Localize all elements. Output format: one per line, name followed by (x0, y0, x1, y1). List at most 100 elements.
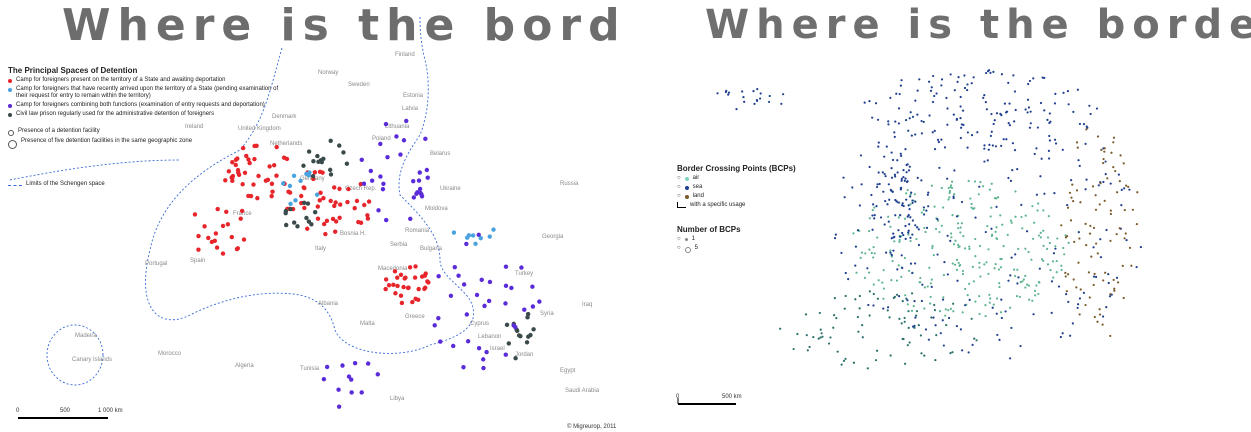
bcp-dot (901, 231, 904, 235)
bcp-dot (944, 308, 947, 311)
bcp-dot (998, 282, 1001, 285)
detention-dot (270, 189, 275, 194)
bcp-dot (1088, 104, 1091, 107)
bcp-dot (922, 213, 926, 216)
bcp-dot (985, 71, 988, 75)
bcp-dot (836, 350, 839, 353)
bcp-dot (943, 146, 947, 149)
detention-dot (242, 170, 248, 175)
bcp-dot (1139, 245, 1142, 249)
bcp-dot (976, 131, 979, 134)
bcp-dot (1102, 279, 1105, 282)
detention-dot (306, 219, 312, 224)
bcp-dot (741, 90, 744, 93)
detention-dot (448, 293, 454, 298)
bcp-dot (860, 183, 863, 186)
bcp-dot (1052, 276, 1055, 279)
bcp-dot (903, 179, 906, 182)
bcp-dot (902, 233, 905, 237)
bcp-dot (1095, 275, 1098, 279)
bcp-dot (915, 237, 918, 241)
bcp-dot (1026, 98, 1030, 101)
bcp-dot (920, 211, 923, 214)
bcp-dot (851, 186, 854, 189)
bcp-dot (957, 227, 960, 230)
bcp-dot (844, 271, 847, 275)
bcp-dot (876, 297, 879, 300)
detention-dot (383, 121, 389, 127)
bcp-dot (950, 236, 953, 239)
bcp-dot (983, 94, 986, 97)
red-dot-icon (8, 79, 12, 83)
bcp-dot (945, 323, 948, 327)
bcp-dot (927, 205, 930, 208)
bcp-dot (910, 191, 913, 194)
bcp-dot (1031, 299, 1034, 302)
country-label: Estonia (403, 93, 424, 99)
bcp-dot (897, 229, 900, 232)
bcp-dot (993, 267, 996, 270)
bcp-dot (904, 177, 907, 180)
detention-dot (470, 233, 476, 238)
bcp-dot (959, 136, 962, 140)
detention-dot (358, 220, 364, 225)
bcp-dot (868, 217, 871, 220)
bcp-dot (1069, 334, 1072, 337)
bcp-dot (870, 251, 873, 255)
bcp-dot (952, 302, 955, 305)
bcp-dot (889, 96, 892, 99)
bcp-legend-item: ○land (677, 193, 704, 199)
bcp-dot (1102, 161, 1105, 165)
bcp-dot (1042, 229, 1045, 232)
bcp-dot (1000, 114, 1003, 117)
bcp-dot (1024, 286, 1027, 289)
detention-dot (474, 292, 480, 298)
bcp-dot (951, 351, 954, 354)
detention-dot (346, 186, 351, 192)
bcp-dot (820, 332, 823, 335)
bcp-dot (904, 237, 907, 241)
bcp-dot (921, 283, 924, 286)
country-label: United Kingdom (238, 126, 281, 132)
country-label: Algeria (235, 363, 254, 369)
bcp-dot (1021, 227, 1024, 230)
bcp-dot (998, 285, 1001, 289)
bcp-dot (890, 151, 893, 154)
bcp-dot (1027, 284, 1031, 287)
bcp-dot (1039, 236, 1042, 239)
detention-dot (214, 245, 220, 250)
bcp-dot (1071, 322, 1074, 325)
detention-dot (333, 200, 338, 205)
bcp-dot (947, 309, 950, 312)
bcp-dot (1064, 236, 1068, 239)
detention-dot (513, 324, 518, 330)
bcp-dot (1039, 231, 1042, 234)
detention-dot (451, 343, 456, 349)
bcp-dot (768, 94, 771, 98)
bcp-dot (933, 94, 936, 98)
bcp-dot (884, 175, 887, 178)
bcp-dot (1094, 194, 1097, 197)
bcp-dot (1098, 308, 1101, 311)
bcp-dot (895, 200, 898, 203)
bcp-dot (780, 102, 783, 105)
bcp-dot (910, 292, 914, 295)
bcp-dot (935, 334, 938, 337)
bcp-dot (885, 145, 888, 148)
bcp-dot (983, 263, 986, 266)
bcp-dot (1078, 164, 1081, 167)
bcp-dot (906, 303, 909, 306)
detention-dot (381, 181, 386, 186)
bcp-dot (933, 303, 936, 307)
bcp-dot (1042, 209, 1045, 212)
bcp-dot (1005, 110, 1009, 113)
detention-dot (422, 273, 428, 278)
bcp-dot (988, 188, 991, 191)
detention-dot (362, 202, 367, 208)
bcp-dot (1107, 281, 1110, 285)
detention-dot (246, 157, 251, 162)
detention-dot (416, 286, 421, 292)
detention-dot (403, 275, 408, 280)
bcp-dot (884, 199, 887, 203)
detention-dot (530, 304, 536, 309)
